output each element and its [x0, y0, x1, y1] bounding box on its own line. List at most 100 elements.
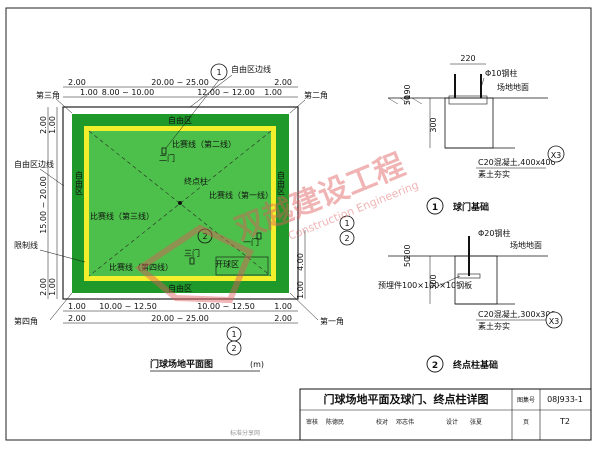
- sheet-frame: [5, 7, 592, 441]
- gate-1-label: 一门: [243, 237, 259, 247]
- dim-label: 12.00 ~ 12.00: [197, 88, 255, 97]
- detail-callout-number: 1: [216, 68, 221, 77]
- section-reference-icon[interactable]: [545, 311, 563, 329]
- free-zone-line-left-label: 自由区边线: [14, 159, 54, 169]
- dim-label: 2.00: [39, 116, 48, 134]
- gate-foundation-detail: 220 190 50 300 Φ10钢柱 场地地面 C20混凝土,400x400…: [387, 54, 565, 215]
- concrete-label: C20混凝土,400x400: [478, 157, 556, 167]
- sheet-title: 门球场地平面及球门、终点柱详图: [324, 392, 489, 406]
- detail-callout[interactable]: [226, 340, 242, 356]
- court-plan: 自由区 自由区 自由区 自由区 比赛线（第二线） 比赛线（第一线） 比赛线（第三…: [14, 63, 355, 372]
- section-reference-icon[interactable]: [547, 145, 565, 163]
- detail-callout[interactable]: [197, 228, 213, 244]
- leader-line: [189, 74, 233, 108]
- watermark-logo: [134, 224, 254, 304]
- detail-caption: 球门基础: [453, 201, 489, 213]
- dim-label: 8.00 ~ 10.00: [102, 88, 155, 97]
- leader-line: [289, 99, 306, 114]
- concrete-footing: [444, 97, 494, 149]
- dim-label: 20.00 ~ 25.00: [151, 78, 209, 87]
- limit-line-label: 限制线: [14, 240, 38, 250]
- dim-label: 300: [429, 117, 438, 132]
- gate-1-marker: [256, 232, 262, 240]
- dim-label: 10.00 ~ 12.50: [99, 302, 157, 311]
- ground-label: 场地地面: [510, 240, 542, 250]
- dim-label: 1.00: [264, 88, 282, 97]
- detail-callout-number: 1: [231, 330, 236, 339]
- concrete-label: C20混凝土,300x300: [478, 309, 556, 319]
- detail-callout[interactable]: [339, 230, 355, 246]
- dim-label: 20.00 ~ 25.00: [151, 314, 209, 323]
- corner-3-label: 第三角: [36, 90, 60, 100]
- detail-callout-number: 2: [202, 232, 207, 241]
- dim-label: 10.00 ~ 12.50: [197, 302, 255, 311]
- gate-2-marker: [161, 147, 167, 155]
- title-block-frame: [299, 388, 592, 441]
- dim-label: 1.00: [48, 278, 57, 296]
- dim-label: 1.00: [80, 88, 98, 97]
- dim-label: 50: [403, 95, 412, 105]
- dim-label: 2.00: [274, 314, 292, 323]
- title-block-cell: 设计: [446, 418, 458, 426]
- dim-label: 1.00: [68, 302, 86, 311]
- free-zone-right-label: 自由区: [277, 170, 286, 195]
- footer-watermark: 标准分享网: [230, 429, 260, 437]
- ground-label: 场地地面: [497, 82, 529, 92]
- dim-label: 300: [429, 274, 438, 289]
- dim-label: 2.00: [68, 314, 86, 323]
- leader-line: [165, 79, 220, 149]
- leader-line: [39, 168, 65, 187]
- corner-4-label: 第四角: [14, 316, 38, 326]
- dim-label: 2.00: [68, 78, 86, 87]
- post-label: Φ20钢柱: [478, 228, 510, 238]
- hatch: [387, 97, 423, 105]
- free-zone-top-label: 自由区: [168, 115, 192, 125]
- dim-label: 220: [460, 54, 475, 63]
- atlas-number: 08J933-1: [547, 395, 583, 404]
- leader-line: [289, 292, 319, 321]
- plan-caption-unit: (m): [250, 360, 264, 369]
- start-zone-label: 开球区: [215, 259, 239, 269]
- end-post-foundation-detail: 200 50 300 Φ20钢柱 场地地面 预埋件100×100×10钢板 C2…: [378, 228, 563, 373]
- detail-caption: 终点柱基础: [452, 359, 498, 371]
- diagonal-line: [88, 130, 272, 277]
- post-cap: [448, 95, 488, 105]
- soil-label: 素土夯实: [478, 169, 510, 179]
- match-line-4-label: 比赛线（第四线）: [109, 262, 173, 272]
- atlas-label: 图集号: [517, 396, 535, 404]
- concrete-footing: [454, 255, 498, 305]
- soil-label: 素土夯实: [478, 321, 510, 331]
- diagonal-line: [88, 130, 272, 277]
- match-line-3-label: 比赛线（第三线）: [90, 211, 154, 221]
- plan-dimensions: 2.00 20.00 ~ 25.00 2.00 1.00 8.00 ~ 10.0…: [39, 78, 306, 324]
- end-post-marker: [178, 201, 182, 205]
- plan-caption: 门球场地平面图: [150, 358, 213, 370]
- leader-line: [39, 249, 86, 263]
- detail-callout-number: 1: [344, 219, 349, 228]
- gate-3-marker: [189, 257, 195, 265]
- match-line-2-label: 比赛线（第二线）: [172, 139, 236, 149]
- slope-label: X3: [549, 317, 560, 326]
- gate-3-label: 三门: [184, 248, 200, 258]
- detail-callout-number: 2: [344, 234, 349, 243]
- free-zone-line-top-label: 自由区边线: [231, 64, 271, 74]
- dim-label: 15.00 ~ 20.00: [39, 176, 48, 234]
- free-zone-left-label: 自由区: [75, 170, 84, 195]
- match-line-1-label: 比赛线（第一线）: [209, 190, 273, 200]
- steel-label: Φ10钢柱: [485, 68, 517, 78]
- dim-label: 200: [403, 244, 412, 259]
- dim-label: 50: [403, 257, 412, 267]
- page-number: T2: [559, 417, 570, 426]
- start-zone-box: [215, 256, 269, 276]
- title-block-cell: 审核: [306, 418, 318, 426]
- gate-2-label: 二门: [159, 153, 175, 163]
- corner-2-label: 第二角: [304, 90, 328, 100]
- dim-label: 1.00: [296, 281, 305, 299]
- end-post-label: 终点柱: [184, 176, 208, 186]
- detail-callout[interactable]: [339, 215, 355, 231]
- dim-label: 1.00: [274, 302, 292, 311]
- title-block: 门球场地平面及球门、终点柱详图 图集号 08J933-1 审核 陈德民 校对 邓…: [299, 388, 592, 441]
- title-block-cell: 陈德民: [326, 418, 344, 426]
